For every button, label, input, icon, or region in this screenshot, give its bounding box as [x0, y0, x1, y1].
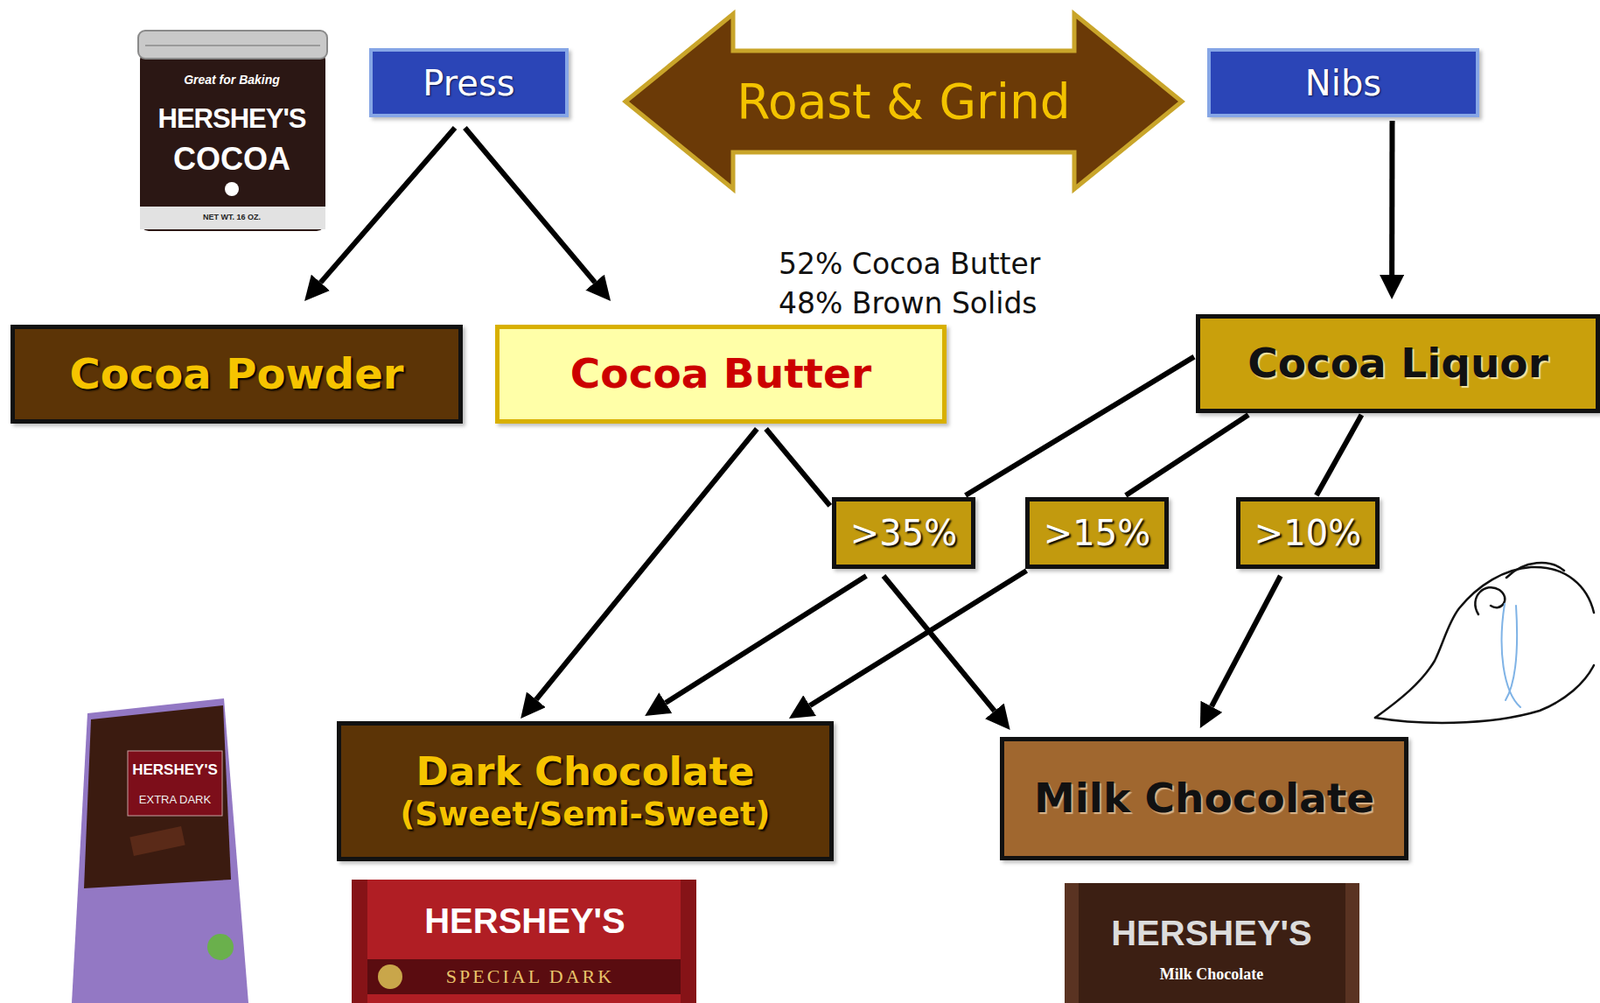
product-box: Milk Chocolate [999, 736, 1409, 860]
bag-panel [83, 705, 231, 888]
sketch-line [1505, 605, 1517, 700]
bar-band [367, 958, 681, 994]
package-text: HERSHEY'S [158, 104, 307, 134]
bar-crimp [1345, 882, 1360, 1003]
drop-sketch [1375, 562, 1594, 723]
product-box: Cocoa Butter [495, 324, 947, 424]
package-text: HERSHEY'S [424, 901, 626, 940]
package-text: HERSHEY'S [1110, 913, 1313, 952]
box-label: Milk Chocolate [1034, 773, 1375, 823]
product-box: Cocoa Powder [10, 324, 463, 424]
sketch-line [1474, 586, 1505, 615]
can-band [139, 206, 326, 230]
flow-connector [883, 575, 995, 711]
flow-connector [320, 127, 455, 283]
note-text: 52% Cocoa Butter [778, 248, 1041, 280]
sketch-line [1375, 566, 1594, 718]
package-text: COCOA [173, 141, 291, 177]
box-label: Press [422, 62, 515, 105]
bag-badge [207, 933, 234, 960]
bar-wrapper [1064, 882, 1360, 1003]
ratio-box: >35% [831, 496, 976, 569]
flow-connector [1389, 120, 1395, 275]
bar-crimp [680, 879, 697, 1003]
bag-piece [129, 825, 185, 856]
package-text: Great for Baking [183, 73, 280, 87]
milk-bar [1064, 882, 1360, 1003]
can-lid [138, 30, 328, 59]
package-text: SPECIAL DARK [446, 965, 615, 987]
flow-connector [1211, 575, 1281, 706]
box-label: >10% [1254, 511, 1362, 554]
package-text: NET WT. 16 OZ. [202, 213, 261, 223]
box-label: >35% [850, 511, 958, 554]
powder-can [138, 30, 328, 231]
step-box: Press [369, 48, 569, 118]
can-body [139, 50, 326, 231]
box-label: Cocoa Liquor [1247, 338, 1549, 388]
flow-connector [464, 127, 595, 283]
box-label: Cocoa Powder [69, 349, 405, 400]
flow-connector [1125, 414, 1249, 496]
bag-body [71, 698, 249, 1003]
box-label: >15% [1043, 511, 1151, 554]
double-arrow-outline [625, 13, 1182, 189]
special-bar [351, 879, 697, 1003]
step-arrow: Roast & Grind [622, 10, 1185, 193]
note-text: 48% Brown Solids [778, 287, 1038, 320]
bar-crimp [351, 879, 368, 1003]
bag-label [127, 750, 223, 816]
bar-crimp [1064, 882, 1079, 1003]
product-box: Dark Chocolate(Sweet/Semi-Sweet) [336, 720, 834, 861]
box-label: Roast & Grind [736, 72, 1070, 131]
step-box: Nibs [1207, 48, 1480, 118]
box-sublabel: (Sweet/Semi-Sweet) [399, 795, 770, 834]
flow-connector [766, 428, 831, 506]
flow-connector [810, 570, 1028, 706]
flow-connector [1316, 414, 1363, 496]
box-label: Nibs [1305, 62, 1382, 105]
package-text: Milk Chocolate [1159, 965, 1265, 984]
dark-bag [71, 698, 249, 1003]
package-text: HERSHEY'S [132, 761, 218, 779]
box-label: Dark Chocolate [416, 747, 755, 796]
bar-wrapper [351, 879, 697, 1003]
bar-emblem [377, 964, 403, 989]
package-text: EXTRA DARK [139, 793, 211, 806]
sketch-line [1375, 664, 1594, 723]
ratio-box: >15% [1025, 496, 1169, 569]
lid-rim [145, 44, 321, 47]
ratio-box: >10% [1236, 496, 1380, 569]
flow-connector [536, 428, 757, 699]
can-dot [224, 181, 239, 196]
sketch-line [1506, 562, 1565, 578]
product-box: Cocoa Liquor [1195, 314, 1600, 413]
flow-connector [665, 575, 867, 703]
sketch-line [1502, 603, 1521, 707]
box-label: Cocoa Butter [570, 349, 872, 399]
